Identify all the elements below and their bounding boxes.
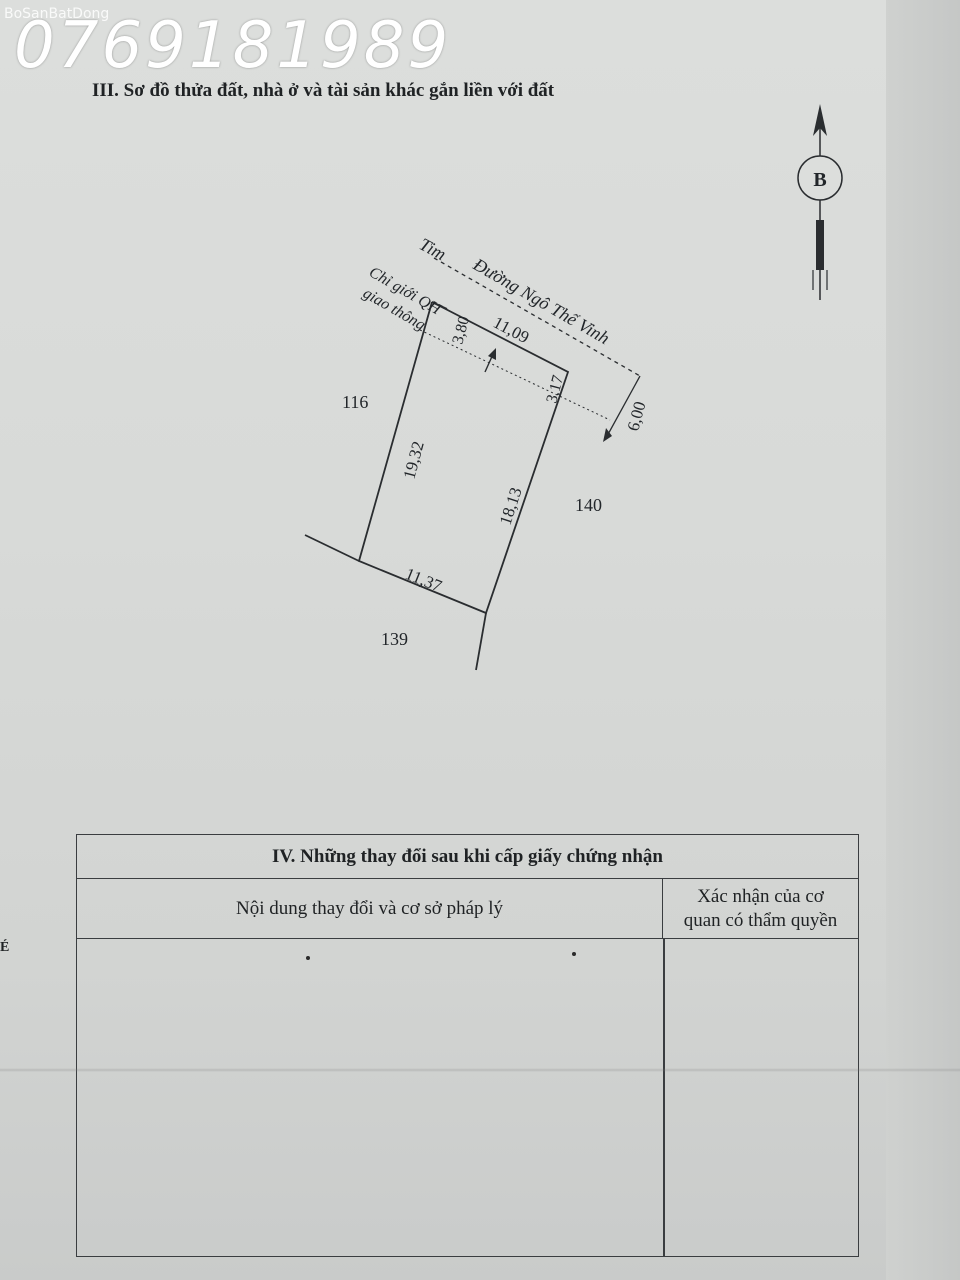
north-compass: B bbox=[797, 104, 843, 300]
road-width-dimension bbox=[605, 375, 641, 439]
plot-diagram: B Tim Đường Ngô Thế Vinh Chỉ giới QH gia… bbox=[304, 104, 843, 671]
lot-outline bbox=[357, 301, 570, 615]
page-edge-shadow bbox=[886, 0, 960, 1280]
column-header-confirmation-line2: quan có thẩm quyền bbox=[683, 910, 838, 931]
road-center-label: Tim bbox=[416, 234, 449, 264]
column-header-confirmation-line1: Xác nhận của cơ bbox=[697, 886, 824, 907]
neighbor-boundary-south bbox=[475, 612, 487, 671]
changes-table: IV. Những thay đổi sau khi cấp giấy chứn… bbox=[76, 834, 859, 1257]
dim-right-side: 18,13 bbox=[496, 485, 526, 527]
dimension-arrow-icon bbox=[603, 428, 612, 442]
ink-speck bbox=[306, 956, 310, 960]
paper-fold bbox=[0, 1068, 960, 1072]
north-arrow-icon bbox=[813, 104, 827, 136]
planning-boundary-line bbox=[419, 329, 611, 421]
column-header-confirmation: Xác nhận của cơ quan có thẩm quyền bbox=[663, 879, 858, 939]
dim-back: 11,37 bbox=[403, 564, 445, 596]
watermark-logo: BoSanBatDong bbox=[4, 6, 110, 22]
section4-title: IV. Những thay đổi sau khi cấp giấy chứn… bbox=[77, 835, 858, 879]
compass-letter: B bbox=[813, 169, 826, 191]
column-header-content-label: Nội dung thay đổi và cơ sở pháp lý bbox=[235, 897, 504, 919]
neighbor-boundary-west bbox=[304, 534, 360, 562]
column-header-content: Nội dung thay đổi và cơ sở pháp lý bbox=[77, 879, 663, 939]
dim-left-setback: 3,80 bbox=[449, 315, 473, 346]
watermark-phone: 0769181989 bbox=[14, 9, 452, 83]
ink-speck bbox=[572, 952, 576, 956]
margin-mark: É bbox=[0, 940, 10, 955]
parcel-label-east: 140 bbox=[575, 495, 602, 515]
dim-right-setback: 3,17 bbox=[543, 374, 567, 405]
table-column-divider bbox=[663, 939, 665, 1256]
compass-circle bbox=[797, 155, 843, 201]
section3-title: III. Sơ đồ thửa đất, nhà ở và tài sản kh… bbox=[92, 80, 555, 101]
road-name-label: Đường Ngô Thế Vinh bbox=[469, 254, 613, 349]
parcel-label-south: 139 bbox=[381, 629, 408, 649]
parcel-label-west: 116 bbox=[342, 392, 368, 412]
lot-direction-arrow-icon bbox=[488, 348, 496, 360]
dim-road-width: 6,00 bbox=[624, 399, 650, 433]
dim-left-side: 19,32 bbox=[400, 439, 428, 481]
